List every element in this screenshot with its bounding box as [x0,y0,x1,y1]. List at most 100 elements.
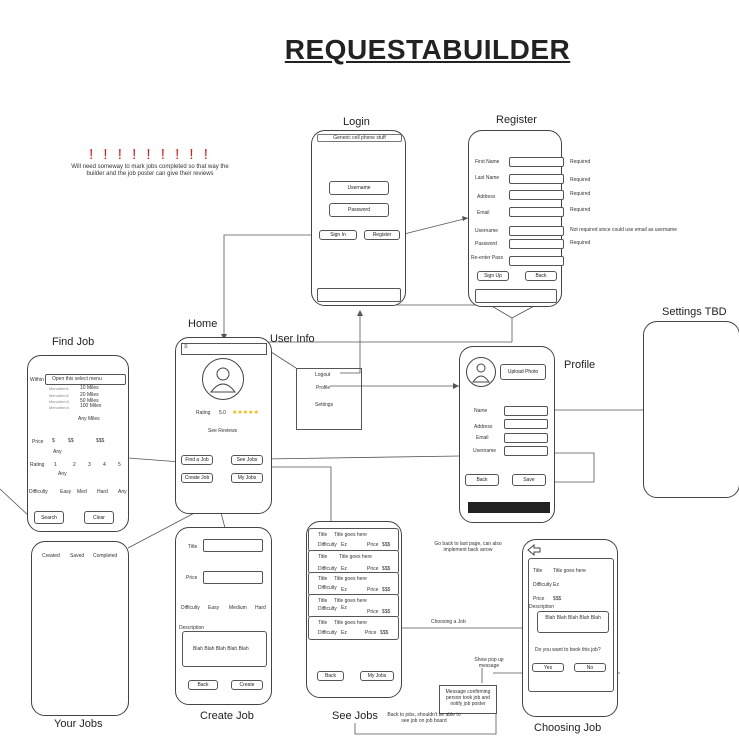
profile-item[interactable]: Profile [316,385,331,391]
menu-icon[interactable]: ≡ [184,344,188,350]
profile-username-input[interactable] [504,446,548,456]
price-1[interactable]: $ [52,438,55,444]
difficulty-any[interactable]: Any [118,489,127,495]
user-info-menu: Logout Profile Settings [296,368,362,430]
register-button[interactable]: Register [364,230,400,240]
job-5-title: Title goes here [334,620,367,626]
job-card-5[interactable]: Title Title goes here Difficulty Ez Pric… [308,616,399,640]
create-medium[interactable]: Medium [229,605,247,611]
email-input[interactable] [509,207,564,217]
job-card-4[interactable]: Title Title goes here Difficulty Ez Pric… [308,594,399,618]
profile-name-label: Name [474,408,488,414]
job-3-price-label: Price [367,587,379,593]
password-input[interactable] [509,239,564,249]
sign-in-button[interactable]: Sign In [319,230,357,240]
job-1-price: $$$ [382,542,391,548]
any-miles[interactable]: Any Miles [78,416,100,422]
job-card-2[interactable]: Title Title goes here Difficulty Ez Pric… [308,550,399,574]
upload-photo-button[interactable]: Upload Photo [500,364,546,380]
see-reviews-link[interactable]: See Reviews [208,428,238,434]
tab-created[interactable]: Created [42,553,60,559]
create-hard[interactable]: Hard [255,605,266,611]
profile-address-input[interactable] [504,419,548,429]
profile-email-input[interactable] [504,433,548,443]
price-any[interactable]: Any [53,449,62,455]
job-card-3[interactable]: Title Title goes here Difficulty Ez Pric… [308,572,399,596]
create-description-input[interactable]: Blah Blah Blah Blah Blah [182,631,267,667]
settings-item[interactable]: Settings [315,402,334,408]
tab-completed[interactable]: Completed [93,553,118,559]
profile-name-input[interactable] [504,406,548,416]
create-job-button[interactable]: Create Job [181,473,213,483]
price-3[interactable]: $$$ [96,438,105,444]
within-select[interactable] [45,374,126,385]
job-5-difficulty-label: Difficulty [318,630,337,636]
menu-item-4[interactable]: Menuitem4 [49,405,69,410]
register-back-button[interactable]: Back [525,271,557,281]
create-back-button[interactable]: Back [188,680,218,690]
difficulty-easy[interactable]: Easy [60,489,72,495]
address-input[interactable] [509,190,564,200]
req-4: Required [570,207,591,213]
job-2-title: Title goes here [339,554,372,560]
option-10[interactable]: 10 Miles [80,385,99,391]
job-5-difficulty: Ez [341,630,347,636]
sign-up-button[interactable]: Sign Up [477,271,509,281]
choosing-difficulty-label: Difficulty [533,582,552,588]
job-3-difficulty: Ez [341,587,347,593]
job-4-title: Title goes here [334,598,367,604]
avatar [202,358,244,400]
my-jobs-button[interactable]: My Jobs [231,473,263,483]
see-jobs-button[interactable]: See Jobs [231,455,263,465]
rating-any[interactable]: Any [58,471,67,477]
create-submit-button[interactable]: Create [231,680,263,690]
job-3-title: Title goes here [334,576,367,582]
password-label: Password [475,241,497,247]
rating-1[interactable]: 1 [54,462,57,468]
search-button[interactable]: Search [34,511,64,524]
password-field[interactable]: Password [329,203,389,217]
create-description-text: Blah Blah Blah Blah Blah [193,646,249,652]
option-20[interactable]: 20 Miles [80,392,99,398]
see-jobs-my-jobs-button[interactable]: My Jobs [360,671,394,681]
menu-item-1[interactable]: Menuitem1 [49,386,69,391]
last-name-input[interactable] [509,174,564,184]
logout-item[interactable]: Logout [315,372,331,378]
rating-5[interactable]: 5 [118,462,121,468]
choosing-job-phone: Title Title goes here Difficulty Ez Pric… [522,539,618,717]
job-2-price-label: Price [367,566,379,572]
reenter-input[interactable] [509,256,564,266]
option-100[interactable]: 100 Miles [80,403,102,409]
job-4-title-label: Title [318,598,328,604]
yes-button[interactable]: Yes [532,663,564,672]
profile-back-button[interactable]: Back [465,474,499,486]
menu-item-3[interactable]: Menuitem3 [49,399,69,404]
price-2[interactable]: $$ [68,438,74,444]
rating-3[interactable]: 3 [88,462,91,468]
create-easy[interactable]: Easy [208,605,220,611]
username-input[interactable] [509,226,564,236]
back-arrow-icon[interactable] [527,543,541,561]
rating-4[interactable]: 4 [103,462,106,468]
job-card-1[interactable]: Title Title goes here Difficulty Ez Pric… [308,528,399,552]
find-job-button[interactable]: Find a Job [181,455,213,465]
req-3: Required [570,191,591,197]
profile-save-button[interactable]: Save [512,474,546,486]
first-name-input[interactable] [509,157,564,167]
option-50[interactable]: 50 Miles [80,398,99,404]
profile-email-label: Email [476,435,489,441]
job-5-title-label: Title [318,620,328,626]
username-field[interactable]: Username [329,181,389,195]
tab-saved[interactable]: Saved [70,553,85,559]
your-jobs-phone: Created Saved Completed [31,541,129,716]
rating-2[interactable]: 2 [73,462,76,468]
no-button[interactable]: No [574,663,606,672]
see-jobs-back-button[interactable]: Back [317,671,344,681]
create-price-input[interactable] [203,571,263,584]
difficulty-hard[interactable]: Hard [97,489,108,495]
create-title-input[interactable] [203,539,263,552]
menu-item-2[interactable]: Menuitem2 [49,393,69,398]
clear-button[interactable]: Clear [84,511,114,524]
choosing-job-label: Choosing Job [534,722,602,734]
difficulty-med[interactable]: Med [77,489,87,495]
